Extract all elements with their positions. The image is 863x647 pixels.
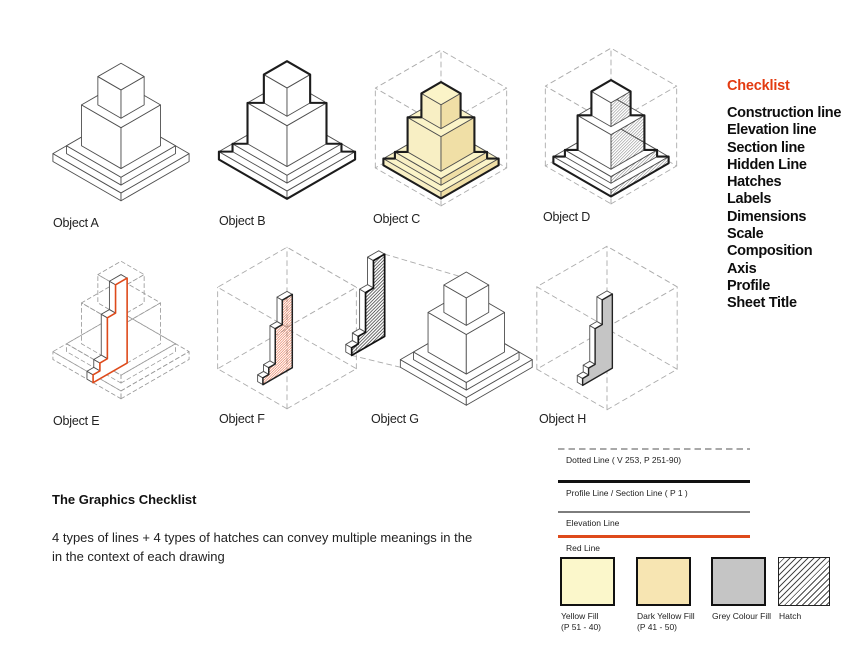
object-g-drawing [356,246,521,410]
object-h-cell: Object H [524,246,689,428]
grey-fill-swatch [711,557,766,606]
checklist-item: Hatches [727,174,782,191]
checklist-item: Composition [727,243,813,260]
red-line-label: Red Line [566,542,601,553]
object-c-cell: Object C [358,46,523,228]
footer-heading: The Graphics Checklist [52,492,197,507]
dark-yellow-fill-swatch [636,557,691,606]
object-b-label: Object B [219,214,266,228]
legend-row-profile-line: Profile Line / Section Line ( P 1 ) [558,480,750,498]
object-h-drawing [524,246,689,410]
legend-row-red-line: Red Line [558,535,750,553]
object-g-label: Object G [371,412,419,426]
hatch-swatch [778,557,830,606]
footer-body: 4 types of lines + 4 types of hatches ca… [52,528,472,566]
checklist-item: Hidden Line [727,156,807,173]
hatch-swatch-label: Hatch [779,611,802,621]
object-f-cell: Object F [204,246,369,428]
object-d-cell: Object D [528,44,693,226]
checklist-item: Profile [727,277,771,294]
object-a-label: Object A [53,216,99,230]
object-h-label: Object H [539,412,587,426]
legend-row-elevation-line: Elevation Line [558,511,750,528]
elevation-line-label: Elevation Line [566,517,620,528]
checklist-item: Section line [727,139,805,156]
checklist-item: Axis [727,260,757,277]
checklist-item: Labels [727,191,772,208]
object-d-drawing [528,44,693,208]
object-e-drawing [38,248,203,412]
footer-body-line2: in the context of each drawing [52,549,225,564]
object-b-drawing [204,48,369,212]
object-b-cell: Object B [204,48,369,230]
object-f-label: Object F [219,412,265,426]
legend-row-dotted-line: Dotted Line ( V 253, P 251-90) [558,448,750,465]
dotted-line-sample [558,448,750,450]
footer-body-line1: 4 types of lines + 4 types of hatches ca… [52,530,473,545]
object-a-cell: Object A [38,50,203,232]
object-a-drawing [38,50,203,214]
checklist-item: Construction line [727,105,842,121]
elevation-line-sample [558,511,750,513]
object-d-label: Object D [543,210,591,224]
object-g-cell: Object G [356,246,521,428]
object-e-cell: Object E [38,248,203,430]
profile-line-label: Profile Line / Section Line ( P 1 ) [566,488,688,499]
checklist-item: Sheet Title [727,295,797,312]
profile-line-sample [558,480,750,484]
red-line-sample [558,535,750,538]
dark-yellow-fill-swatch-label: Dark Yellow Fill (P 41 - 50) [637,611,695,632]
checklist-panel: Checklist Construction line Elevation li… [727,78,863,313]
checklist-item: Dimensions [727,208,807,225]
checklist-title: Checklist [727,78,790,94]
checklist-item: Scale [727,226,764,243]
dotted-line-label: Dotted Line ( V 253, P 251-90) [566,455,682,465]
object-f-drawing [204,246,369,410]
grey-fill-swatch-label: Grey Colour Fill [712,611,772,621]
checklist-item: Elevation line [727,122,817,139]
object-e-label: Object E [53,414,100,428]
yellow-fill-swatch-label: Yellow Fill (P 51 - 40) [561,611,602,632]
yellow-fill-swatch [560,557,615,606]
object-c-drawing [358,46,523,210]
object-c-label: Object C [373,212,421,226]
